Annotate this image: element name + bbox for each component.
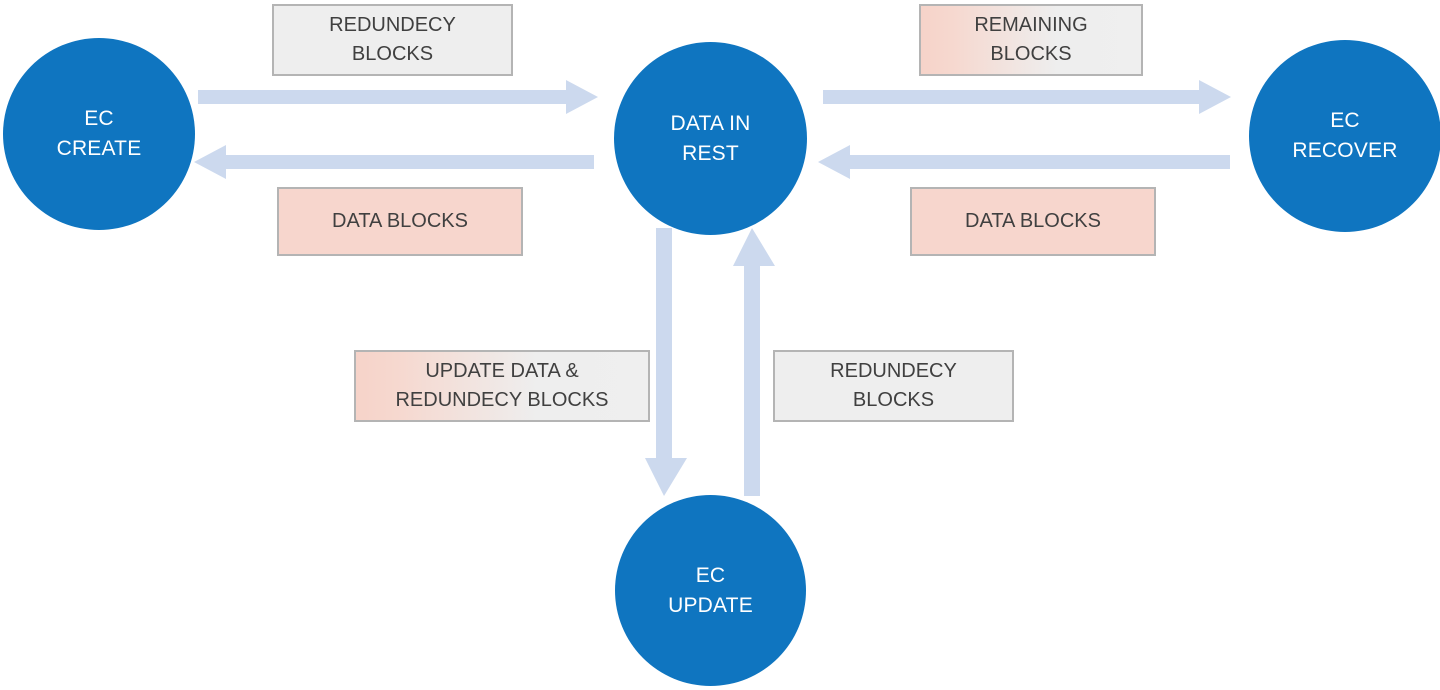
label-line-1: REMAINING: [974, 14, 1088, 36]
label-line-1: DATA BLOCKS: [332, 210, 468, 232]
arrow-data-in-rest-to-ec-update: [645, 228, 687, 496]
label-line-2: BLOCKS: [351, 43, 434, 65]
node-label-line-1: EC: [695, 563, 726, 587]
node-ec-update[interactable]: EC UPDATE: [615, 495, 806, 686]
node-label-line-1: DATA IN: [670, 111, 751, 135]
label-data-blocks-left: DATA BLOCKS: [277, 187, 523, 256]
label-line-1: REDUNDECY: [329, 14, 456, 36]
arrow-ec-recover-to-data-in-rest: [818, 145, 1230, 179]
label-line-1: REDUNDECY: [830, 360, 957, 382]
label-data-blocks-right: DATA BLOCKS: [910, 187, 1156, 256]
arrow-data-in-rest-to-ec-recover: [823, 80, 1231, 114]
node-label-line-2: REST: [682, 141, 739, 165]
label-line-1: UPDATE DATA &: [425, 360, 579, 382]
node-label-line-2: UPDATE: [668, 593, 753, 617]
label-update-data-redundecy: UPDATE DATA & REDUNDECY BLOCKS: [354, 350, 650, 422]
label-redundecy-blocks-top-left: REDUNDECY BLOCKS: [272, 4, 513, 76]
label-line-1: DATA BLOCKS: [965, 210, 1101, 232]
node-ec-recover[interactable]: EC RECOVER: [1249, 40, 1440, 232]
node-label-line-2: RECOVER: [1292, 139, 1398, 162]
arrow-ec-update-to-data-in-rest: [733, 228, 775, 496]
node-ec-create[interactable]: EC CREATE: [3, 38, 195, 230]
arrow-data-in-rest-to-ec-create: [194, 145, 594, 179]
node-label-line-1: EC: [1330, 109, 1360, 133]
label-line-2: REDUNDECY BLOCKS: [395, 389, 609, 411]
node-data-in-rest[interactable]: DATA IN REST: [614, 42, 807, 235]
arrow-ec-create-to-data-in-rest: [198, 80, 598, 114]
node-label-line-1: EC: [84, 107, 114, 131]
label-line-2: BLOCKS: [990, 43, 1072, 65]
label-redundecy-blocks-bottom: REDUNDECY BLOCKS: [773, 350, 1014, 422]
node-label-line-2: CREATE: [56, 137, 142, 160]
label-remaining-blocks-top-right: REMAINING BLOCKS: [919, 4, 1143, 76]
label-line-2: BLOCKS: [852, 389, 935, 411]
